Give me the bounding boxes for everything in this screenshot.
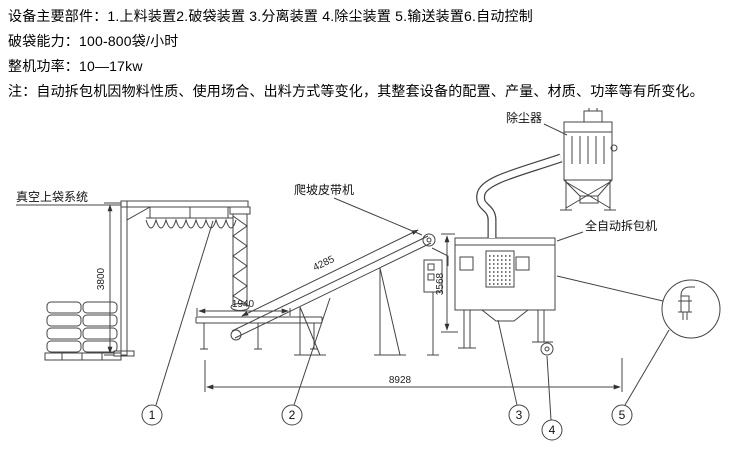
detail-circle xyxy=(556,275,721,339)
control-panel xyxy=(423,259,443,356)
callout-3-number: 3 xyxy=(516,408,523,422)
callout-leaders xyxy=(155,221,670,421)
callout-5-number: 5 xyxy=(619,408,626,422)
vacuum-system-label: 真空上袋系统 xyxy=(16,190,88,204)
spec-line-main-parts: 设备主要部件：1.上料装置2.破袋装置 3.分离装置 4.除尘装置 5.输送装置… xyxy=(8,8,533,24)
spec-line-note: 注：自动拆包机因物料性质、使用场合、出料方式等变化，其整套设备的配置、产量、材质… xyxy=(8,83,704,100)
dust-collector-leader xyxy=(543,123,568,136)
climbing-belt-leader xyxy=(333,197,423,236)
dust-collector xyxy=(476,108,618,239)
callout-4-number: 4 xyxy=(549,423,556,437)
dim-gantry-height-text: 3800 xyxy=(96,268,107,291)
dim-total-length-text: 8928 xyxy=(389,375,412,386)
unpacking-machine xyxy=(454,237,556,356)
climbing-belt-label: 爬坡皮带机 xyxy=(294,183,354,197)
dim-machine-height-text: 3568 xyxy=(435,273,446,296)
machine-diagram: 3800 真空上袋系统 1940 xyxy=(16,108,721,441)
spec-line-capacity: 破袋能力：100-800袋/小时 xyxy=(8,33,179,50)
spec-text-block: 设备主要部件：1.上料装置2.破袋装置 3.分离装置 4.除尘装置 5.输送装置… xyxy=(0,0,752,99)
dim-gantry-height xyxy=(104,202,121,356)
callout-5: 5 xyxy=(611,404,633,426)
callout-2-number: 2 xyxy=(289,408,296,422)
horizontal-conveyor xyxy=(195,316,323,350)
bag-stack xyxy=(44,301,122,361)
climbing-belt-conveyor xyxy=(230,233,449,356)
dim-total-length xyxy=(204,358,623,393)
dim-belt-length xyxy=(241,229,419,317)
dim-conveyor-width-text: 1940 xyxy=(232,299,255,310)
callout-1-number: 1 xyxy=(149,408,156,422)
callout-3: 3 xyxy=(508,404,530,426)
gantry-structure xyxy=(113,200,251,357)
callout-4: 4 xyxy=(541,419,563,441)
callout-2: 2 xyxy=(281,404,303,426)
auto-unpacker-leader xyxy=(556,231,584,242)
dim-belt-length-text: 4285 xyxy=(311,254,336,274)
dim-machine-height xyxy=(441,233,458,333)
dust-collector-label: 除尘器 xyxy=(506,110,542,125)
callout-1: 1 xyxy=(141,404,163,426)
spec-line-power: 整机功率：10—17kw xyxy=(8,58,143,75)
auto-unpacker-label: 全自动拆包机 xyxy=(585,218,657,233)
